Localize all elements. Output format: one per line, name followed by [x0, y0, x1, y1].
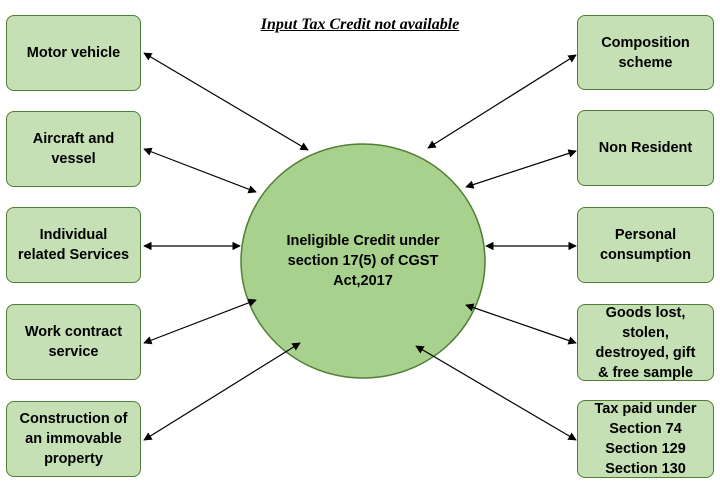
center-circle: [240, 143, 486, 379]
left-box-aircraft-vessel: Aircraft and vessel: [6, 111, 141, 187]
right-box-composition: Composition scheme: [577, 15, 714, 90]
arrow-work-contract: [143, 298, 257, 345]
arrow-non-resident: [465, 149, 577, 189]
arrow-aircraft-vessel: [143, 147, 257, 194]
left-box-motor-vehicle: Motor vehicle: [6, 15, 141, 91]
right-box-tax-paid: Tax paid under Section 74 Section 129 Se…: [577, 400, 714, 478]
center-label: Ineligible Credit under section 17(5) of…: [286, 233, 440, 289]
arrow-tax-paid: [415, 345, 577, 441]
right-box-goods-lost: Goods lost, stolen, destroyed, gift & fr…: [577, 304, 714, 381]
diagram-title: Input Tax Credit not available: [260, 16, 460, 33]
right-box-non-resident: Non Resident: [577, 110, 714, 186]
right-box-personal-consumption: Personal consumption: [577, 207, 714, 283]
left-box-work-contract: Work contract service: [6, 304, 141, 380]
left-box-individual-services: Individual related Services: [6, 207, 141, 283]
left-box-construction: Construction of an immovable property: [6, 401, 141, 477]
arrow-motor-vehicle: [143, 52, 309, 151]
connector-arrows: [143, 52, 577, 441]
arrow-goods-lost: [465, 303, 577, 345]
arrow-construction: [143, 342, 301, 441]
arrow-composition: [427, 54, 577, 149]
